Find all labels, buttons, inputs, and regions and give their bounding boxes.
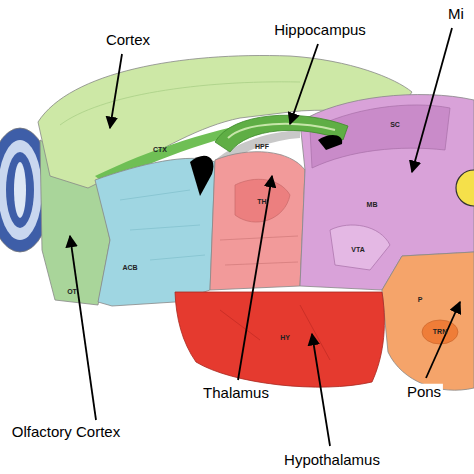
- ventricle: [318, 135, 342, 150]
- region-label: Cortex: [104, 32, 152, 49]
- olfactory-bulb-core: [14, 162, 26, 218]
- atlas-abbreviation: HPF: [255, 143, 269, 151]
- pons-region: [382, 252, 474, 390]
- leader-arrow: [426, 302, 460, 378]
- atlas-abbreviation: P: [418, 296, 423, 304]
- atlas-abbreviation: CTX: [153, 146, 167, 154]
- hippocampus-layer: [228, 124, 335, 138]
- region-label: Olfactory Cortex: [10, 424, 122, 441]
- atlas-abbreviation: MB: [367, 201, 378, 209]
- region-label: Hippocampus: [272, 22, 368, 39]
- leader-arrow: [312, 334, 330, 446]
- superior-colliculus: [310, 105, 450, 168]
- atlas-abbreviation: ACB: [122, 264, 137, 272]
- striatum-subdivision: [120, 190, 205, 260]
- olfactory-bulb-layer: [6, 152, 34, 228]
- hypothalamus-region: [175, 292, 384, 387]
- olfactory-bulb-layer: [0, 140, 42, 240]
- atlas-abbreviation: VTA: [351, 246, 364, 254]
- leader-arrow: [238, 176, 272, 380]
- atlas-abbreviation: TRN: [433, 328, 447, 336]
- leader-arrow: [412, 28, 452, 172]
- leader-arrow: [290, 44, 318, 124]
- callout-arrows: [70, 28, 460, 446]
- region-label: Pons: [405, 384, 443, 401]
- leader-arrow: [70, 236, 96, 420]
- region-label: Mi: [446, 6, 466, 23]
- atlas-abbreviation: TH: [257, 198, 266, 206]
- hippocampus-region: [215, 115, 348, 152]
- atlas-abbreviation: SC: [390, 121, 400, 129]
- pons-nucleus: [422, 320, 458, 344]
- leader-arrow: [110, 54, 122, 128]
- thalamus-nucleus: [235, 179, 290, 222]
- atlas-abbreviation: OT: [67, 288, 77, 296]
- atlas-abbreviation: HY: [280, 334, 290, 342]
- region-label: Hypothalamus: [282, 452, 382, 469]
- brain-regions: [0, 56, 474, 391]
- region-label: Thalamus: [201, 385, 271, 402]
- hypothalamus-subdivision: [220, 305, 330, 360]
- midbrain-nucleus: [330, 225, 390, 270]
- thalamus-region: [210, 152, 305, 290]
- cerebellum-edge: [456, 170, 474, 206]
- ventricle: [190, 156, 213, 196]
